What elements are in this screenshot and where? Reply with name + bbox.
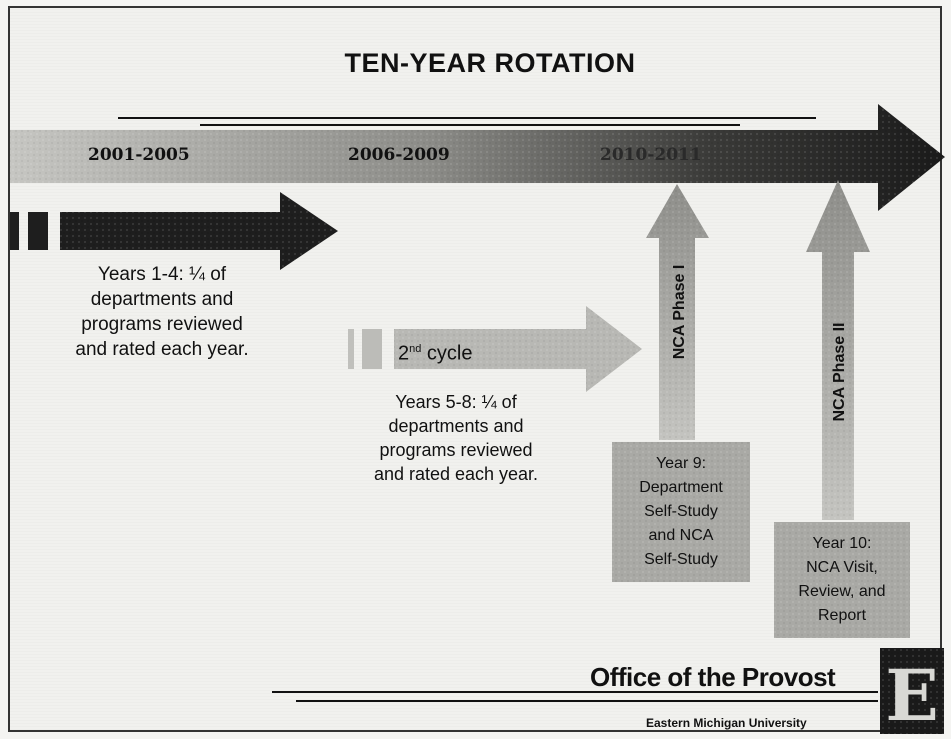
cycle1-line: Years 1-4: ¼ of xyxy=(97,264,227,285)
title-rule-top xyxy=(118,117,816,119)
timeline-label-2001-2005: 2001-2005 xyxy=(88,145,190,165)
page-title: TEN-YEAR ROTATION xyxy=(344,48,636,78)
cycle2-label-suffix: nd xyxy=(409,343,422,355)
cycle2-line: and rated each year. xyxy=(373,464,539,484)
cycle2-label-text: cycle xyxy=(421,342,473,365)
footer-rule-top xyxy=(272,691,878,693)
cycle1-arrow xyxy=(10,192,338,270)
year9-line: Self-Study xyxy=(644,503,718,520)
emu-logo: E xyxy=(880,648,944,737)
emu-logo-letter: E xyxy=(885,654,938,737)
cycle2-line: Years 5-8: ¼ of xyxy=(395,392,517,412)
phase1-arrow-label: NCA Phase I xyxy=(671,265,688,360)
timeline-label-2006-2009: 2006-2009 xyxy=(348,145,450,165)
cycle1-line: departments and xyxy=(90,289,234,310)
year9-line: Year 9: xyxy=(655,455,707,472)
university-name: Eastern Michigan University xyxy=(646,716,807,730)
cycle2-line: programs reviewed xyxy=(379,440,533,460)
cycle2-label: 2nd cycle xyxy=(398,337,473,367)
timeline-arrow xyxy=(10,104,945,211)
year9-line: and NCA xyxy=(648,527,714,544)
cycle2-line: departments and xyxy=(388,416,524,436)
year10-line: NCA Visit, xyxy=(806,559,878,576)
phase2-arrow-label: NCA Phase II xyxy=(831,323,848,422)
cycle1-line: programs reviewed xyxy=(81,314,243,335)
year10-box-text: Year 10: NCA Visit, Review, and Report xyxy=(774,532,910,628)
phase1-arrow xyxy=(646,184,709,440)
office-of-the-provost: Office of the Provost xyxy=(590,662,836,692)
cycle1-line: and rated each year. xyxy=(75,339,249,360)
year9-line: Department xyxy=(639,479,723,496)
cycle1-description: Years 1-4: ¼ of departments and programs… xyxy=(42,262,282,362)
timeline-label-2010-2011: 2010-2011 xyxy=(600,145,702,165)
year10-line: Review, and xyxy=(798,583,886,600)
year9-line: Self-Study xyxy=(644,551,718,568)
cycle2-arrow xyxy=(348,306,642,392)
cycle2-label-number: 2 xyxy=(398,342,410,365)
footer-rule-bottom xyxy=(296,700,878,702)
title-rule-bottom xyxy=(200,124,740,126)
year10-line: Year 10: xyxy=(812,535,872,552)
cycle2-description: Years 5-8: ¼ of departments and programs… xyxy=(336,390,576,486)
year10-line: Report xyxy=(817,607,867,624)
year9-box-text: Year 9: Department Self-Study and NCA Se… xyxy=(612,452,750,572)
phase2-arrow xyxy=(806,180,870,520)
